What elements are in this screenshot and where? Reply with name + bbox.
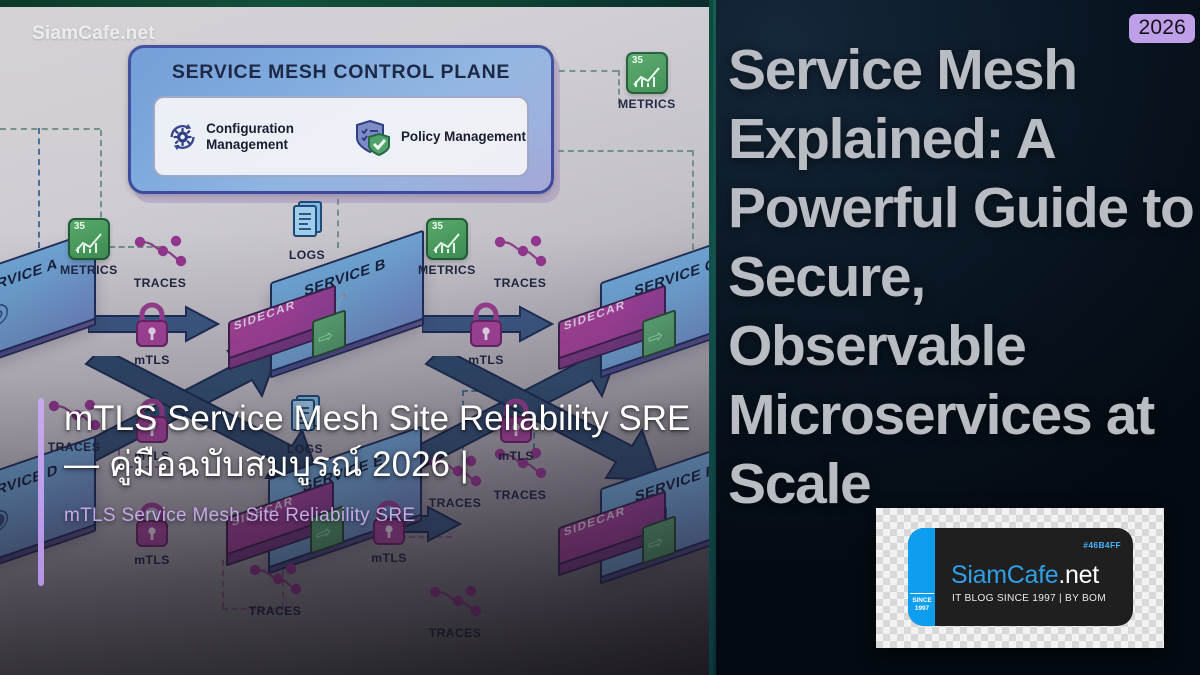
- traces-badge-bottom2: TRACES: [245, 560, 305, 618]
- traces-icon: [134, 235, 187, 267]
- mtls-label: mTLS: [134, 553, 170, 567]
- control-plane-item-policy: Policy Management: [341, 117, 527, 157]
- connector-dash: [222, 560, 224, 608]
- year-badge: 2026: [1129, 14, 1195, 43]
- service-mesh-diagram: SERVICE A ◎ SERVICE B 🛒 SIDECAR ⇨: [0, 45, 713, 640]
- connector-dash: [548, 70, 618, 72]
- since-ribbon-line1: SINCE: [912, 597, 932, 605]
- since-ribbon-notch: [910, 614, 934, 621]
- hex-color-label: #46B4FF: [1083, 540, 1121, 550]
- mtls-label: mTLS: [371, 551, 407, 565]
- overlay-text-block: mTLS Service Mesh Site Reliability SRE —…: [38, 396, 698, 586]
- control-plane-item-label: Configuration Management: [206, 120, 294, 152]
- logs-label: LOGS: [288, 248, 326, 262]
- logo-tagline: IT BLOG SINCE 1997 | BY BOM: [952, 593, 1106, 604]
- control-plane-title: SERVICE MESH CONTROL PLANE: [171, 61, 511, 83]
- logo-brand-primary: SiamCafe: [951, 561, 1059, 589]
- watermark-text: SiamCafe.net: [32, 23, 155, 44]
- control-plane-items: Configuration Management Polic: [153, 96, 529, 177]
- lock-icon: [136, 302, 168, 347]
- lock-icon: [470, 302, 502, 347]
- metrics-badge-top: 35 METRICS: [618, 52, 676, 111]
- diagram-panel: SERVICE A ◎ SERVICE B 🛒 SIDECAR ⇨: [0, 0, 713, 675]
- metrics-icon: 35: [67, 218, 110, 260]
- mtls-badge-ab: mTLS: [128, 300, 176, 367]
- control-plane-box: SERVICE MESH CONTROL PLANE: [128, 45, 554, 194]
- control-plane-item-label: Policy Management: [401, 128, 527, 144]
- top-accent-rule: [0, 0, 713, 7]
- traces-icon: [429, 585, 482, 617]
- traces-badge-a: TRACES: [130, 232, 190, 290]
- traces-label: TRACES: [428, 626, 482, 640]
- connector-dash: [38, 128, 40, 248]
- traces-label: TRACES: [248, 604, 302, 618]
- logo-card: SINCE 1997 #46B4FF SiamCafe.net IT BLOG …: [876, 508, 1164, 648]
- traces-badge-bottom: TRACES: [425, 582, 485, 640]
- overlay-accent-bar: [38, 398, 44, 586]
- mtls-label: mTLS: [134, 353, 170, 367]
- logo-inner: SINCE 1997 #46B4FF SiamCafe.net IT BLOG …: [908, 528, 1133, 626]
- since-ribbon-text: SINCE 1997: [910, 593, 934, 614]
- logs-icon: [293, 201, 322, 237]
- overlay-subtitle: mTLS Service Mesh Site Reliability SRE: [64, 505, 416, 526]
- metrics-label: METRICS: [418, 263, 476, 277]
- logo-brand: SiamCafe.net: [951, 561, 1099, 590]
- control-plane-item-configuration: Configuration Management: [155, 117, 341, 157]
- metrics-icon: 35: [425, 218, 468, 260]
- traces-label: TRACES: [133, 276, 187, 290]
- connector-dash: [692, 150, 694, 260]
- metrics-icon: 35: [625, 52, 668, 94]
- traces-label: TRACES: [493, 276, 547, 290]
- mtls-badge-bc: mTLS: [462, 300, 510, 367]
- logo-brand-secondary: .net: [1058, 561, 1099, 589]
- connector-dash: [548, 150, 693, 152]
- logs-badge-b: LOGS: [285, 198, 329, 262]
- metrics-badge-a: 35 METRICS: [60, 218, 118, 277]
- since-ribbon: SINCE 1997: [910, 593, 934, 621]
- traces-icon: [249, 563, 302, 595]
- mtls-label: mTLS: [468, 353, 504, 367]
- page-title: Service Mesh Explained: A Powerful Guide…: [728, 38, 1195, 516]
- traces-icon: [494, 235, 547, 267]
- panel-left-edge: [713, 0, 716, 675]
- overlay-title: mTLS Service Mesh Site Reliability SRE —…: [64, 399, 691, 484]
- connector-dash: [0, 128, 100, 130]
- metrics-label: METRICS: [618, 97, 676, 111]
- right-accent-rule: [709, 0, 713, 675]
- shield-check-icon: [356, 119, 390, 156]
- metrics-label: METRICS: [60, 263, 118, 277]
- metrics-badge-b: 35 METRICS: [418, 218, 476, 277]
- since-ribbon-line2: 1997: [914, 604, 930, 612]
- connector-dash: [337, 188, 339, 248]
- gear-refresh-icon: [170, 123, 195, 150]
- traces-badge-b: TRACES: [490, 232, 550, 290]
